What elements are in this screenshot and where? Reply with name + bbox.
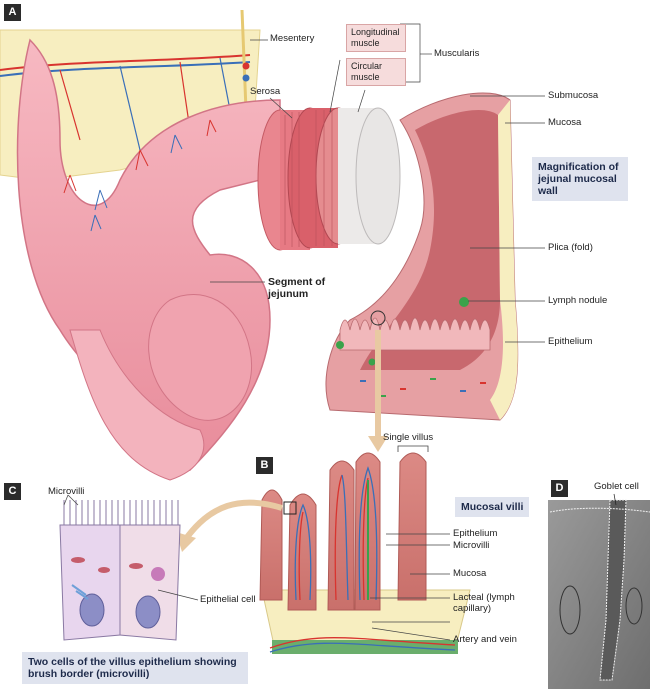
jejunum-loop bbox=[148, 293, 252, 421]
label-single-villus: Single villus bbox=[383, 432, 434, 443]
goblet-cell-outline bbox=[599, 499, 627, 681]
label-longitudinal-muscle: Longitudinal muscle bbox=[346, 24, 406, 52]
caption-panel-c: Two cells of the villus epithelium showi… bbox=[22, 652, 248, 684]
label-goblet-cell: Goblet cell bbox=[594, 481, 639, 492]
label-mucosa: Mucosa bbox=[548, 117, 582, 128]
microvilli-selection-box bbox=[283, 501, 297, 515]
callout-magnification: Magnification of jejunal mucosal wall bbox=[532, 157, 628, 201]
label-microvilli-c: Microvilli bbox=[48, 486, 85, 497]
label-lymph-nodule: Lymph nodule bbox=[548, 295, 608, 306]
villi bbox=[259, 452, 427, 611]
brush-border-microvilli bbox=[63, 500, 179, 525]
label-epithelium-b: Epithelium bbox=[453, 528, 498, 539]
label-serosa: Serosa bbox=[250, 86, 281, 97]
panel-a-tag: A bbox=[4, 4, 21, 21]
label-segment-jejunum: Segment of jejunum bbox=[268, 276, 326, 300]
mesentery-vein-icon bbox=[242, 74, 250, 82]
mesentery-artery-icon bbox=[242, 62, 250, 70]
nucleus-em-2 bbox=[625, 587, 643, 625]
leader-lines-a bbox=[210, 23, 545, 343]
submucosa-ring bbox=[355, 107, 401, 245]
lymph-nodule-icon-3 bbox=[368, 358, 376, 366]
single-villus-bracket bbox=[397, 445, 429, 452]
lymph-nodule-icon bbox=[459, 297, 469, 307]
goblet-leader bbox=[613, 493, 617, 506]
nucleus-right-icon bbox=[135, 595, 161, 629]
label-submucosa: Submucosa bbox=[548, 90, 599, 101]
epithelial-cells bbox=[59, 524, 181, 641]
panel-c-tag: C bbox=[4, 483, 21, 500]
jejunum-lower-tail bbox=[69, 329, 205, 481]
label-circular-muscle: Circular muscle bbox=[346, 58, 406, 86]
label-mesentery: Mesentery bbox=[270, 33, 315, 44]
villi-vessel-bed bbox=[272, 640, 458, 654]
arrow-head-b bbox=[368, 436, 388, 452]
lymph-nodule-icon-2 bbox=[336, 341, 344, 349]
micrograph bbox=[548, 500, 650, 689]
label-epithelial-cell: Epithelial cell bbox=[200, 594, 256, 605]
organelles bbox=[71, 557, 165, 600]
villus-magnifier-icon bbox=[370, 310, 386, 326]
leader-lines-b bbox=[370, 533, 451, 641]
label-muscularis: Muscularis bbox=[434, 48, 480, 59]
panel-b-tag: B bbox=[256, 457, 273, 474]
muscle-stripes bbox=[284, 110, 333, 247]
label-artery-vein: Artery and vein bbox=[453, 634, 517, 645]
submucosa-layer bbox=[490, 100, 518, 420]
label-microvilli-b: Microvilli bbox=[453, 540, 490, 551]
brush-border-line bbox=[549, 507, 650, 513]
villi-fringe bbox=[339, 317, 491, 351]
callout-mucosal-villi: Mucosal villi bbox=[455, 497, 530, 517]
mucosa-speckles bbox=[360, 378, 486, 397]
leader-lines-c bbox=[63, 494, 199, 601]
villus-capillaries bbox=[269, 466, 456, 653]
label-mucosa-b: Mucosa bbox=[453, 568, 487, 579]
surface-capillaries bbox=[63, 119, 217, 232]
arrow-head-c bbox=[176, 532, 196, 552]
panel-d-tag: D bbox=[551, 480, 568, 497]
label-epithelium-a: Epithelium bbox=[548, 336, 593, 347]
label-lacteal: Lacteal (lymph capillary) bbox=[453, 592, 515, 614]
nucleus-left-icon bbox=[79, 593, 105, 627]
wall-layers bbox=[257, 107, 401, 251]
label-plica: Plica (fold) bbox=[548, 242, 593, 253]
arrow-to-panel-c bbox=[182, 499, 283, 542]
nucleus-em bbox=[559, 585, 581, 635]
